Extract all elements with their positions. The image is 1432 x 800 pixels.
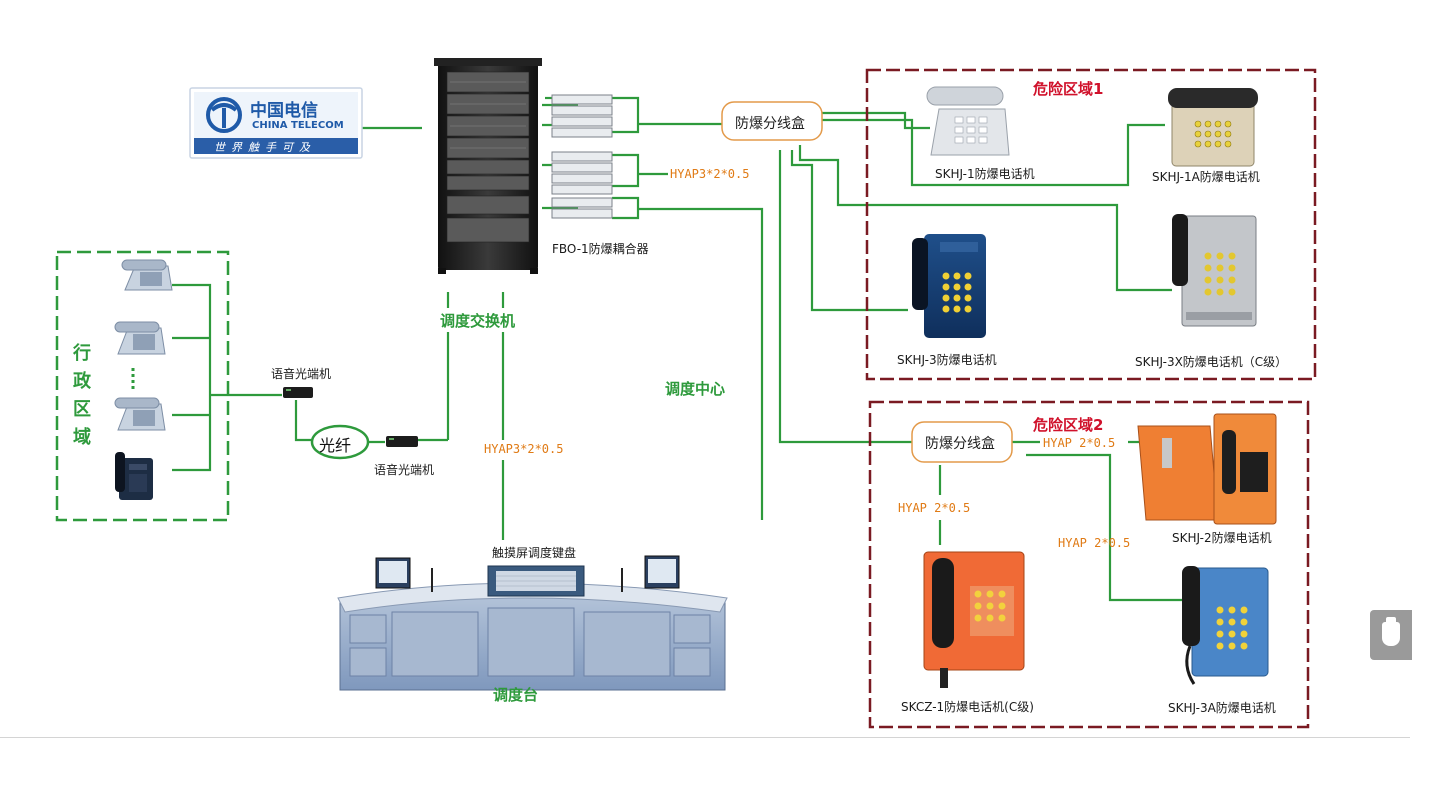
zone1-border <box>865 68 1317 381</box>
zone2-phone-skcz-1 <box>923 551 1025 688</box>
zone1-phone-label-3: SKHJ-3防爆电话机 <box>897 353 997 367</box>
cable-zone2-right: HYAP 2*0.5 <box>1043 436 1116 450</box>
zone1-phone-skhj-1 <box>926 86 1010 156</box>
zone1-phone-skhj-3 <box>912 234 986 338</box>
zone1-junction-box-label: 防爆分线盒 <box>735 116 805 132</box>
side-float-button[interactable] <box>1370 610 1412 660</box>
zone1-phone-label-1: SKHJ-1防爆电话机 <box>935 167 1035 181</box>
dispatch-center-label: 调度中心 <box>665 380 726 398</box>
coupler-boxes <box>551 94 613 219</box>
china-telecom-logo <box>189 87 363 159</box>
connection-lines <box>172 96 1185 602</box>
admin-zone-char-3: 区 <box>73 399 91 420</box>
zone1-phone-label-2: SKHJ-1A防爆电话机 <box>1152 170 1260 184</box>
cable-zone2-bottom: HYAP 2*0.5 <box>1058 536 1131 550</box>
telecom-en-text: CHINA TELECOM <box>252 120 344 131</box>
telecom-slogan-text: 世界触手可及 <box>214 141 316 154</box>
zone2-junction-box-label: 防爆分线盒 <box>925 436 995 452</box>
admin-zone-char-4: 域 <box>73 427 91 448</box>
optical-terminal-1-device <box>283 387 313 398</box>
admin-zone-border <box>55 250 230 522</box>
telecom-cn-text: 中国电信 <box>250 101 318 121</box>
cable-main-to-zone1: HYAP3*2*0.5 <box>670 167 750 181</box>
admin-zone-char-1: 行 <box>73 343 91 364</box>
optical-terminal-1-label: 语音光端机 <box>271 367 332 381</box>
dispatch-console <box>337 555 728 691</box>
admin-phones <box>114 259 173 500</box>
zone2-phone-skhj-3a <box>1182 566 1269 685</box>
zone1-phone-skhj-3x <box>1172 214 1257 327</box>
usb-drive-icon <box>1382 617 1400 646</box>
zone2-phone-skhj-2 <box>1137 413 1277 525</box>
admin-zone-char-2: 政 <box>73 371 91 392</box>
zone1-title: 危险区域1 <box>1033 80 1104 98</box>
zone2-border <box>868 400 1310 729</box>
zone1-phone-label-4: SKHJ-3X防爆电话机（C级） <box>1135 355 1288 369</box>
coupler-label: FBO-1防爆耦合器 <box>552 242 649 256</box>
zone2-phone-label-3: SKHJ-3A防爆电话机 <box>1168 701 1276 715</box>
console-label: 调度台 <box>493 686 539 704</box>
junction-box-1 <box>721 101 823 141</box>
optical-terminal-2-device <box>386 436 418 447</box>
zone2-phone-label-2: SKCZ-1防爆电话机(C级) <box>901 700 1034 714</box>
fiber-ellipse <box>310 424 370 460</box>
junction-box-2 <box>911 421 1013 463</box>
admin-zone-label: 行 政 区 域 <box>72 340 92 452</box>
cable-zone2-left: HYAP 2*0.5 <box>898 501 971 515</box>
dispatch-switch-rack <box>434 58 542 274</box>
zone1-phone-skhj-1a <box>1168 88 1258 167</box>
zone2-title: 危险区域2 <box>1033 416 1104 434</box>
switch-label: 调度交换机 <box>440 312 516 330</box>
optical-terminal-2-label: 语音光端机 <box>374 463 435 477</box>
page-divider <box>0 737 1410 738</box>
zone2-phone-label-1: SKHJ-2防爆电话机 <box>1172 531 1272 545</box>
cable-switch-to-console: HYAP3*2*0.5 <box>484 442 564 456</box>
touch-keyboard-label: 触摸屏调度键盘 <box>492 546 577 560</box>
fiber-label: 光纤 <box>319 436 352 455</box>
